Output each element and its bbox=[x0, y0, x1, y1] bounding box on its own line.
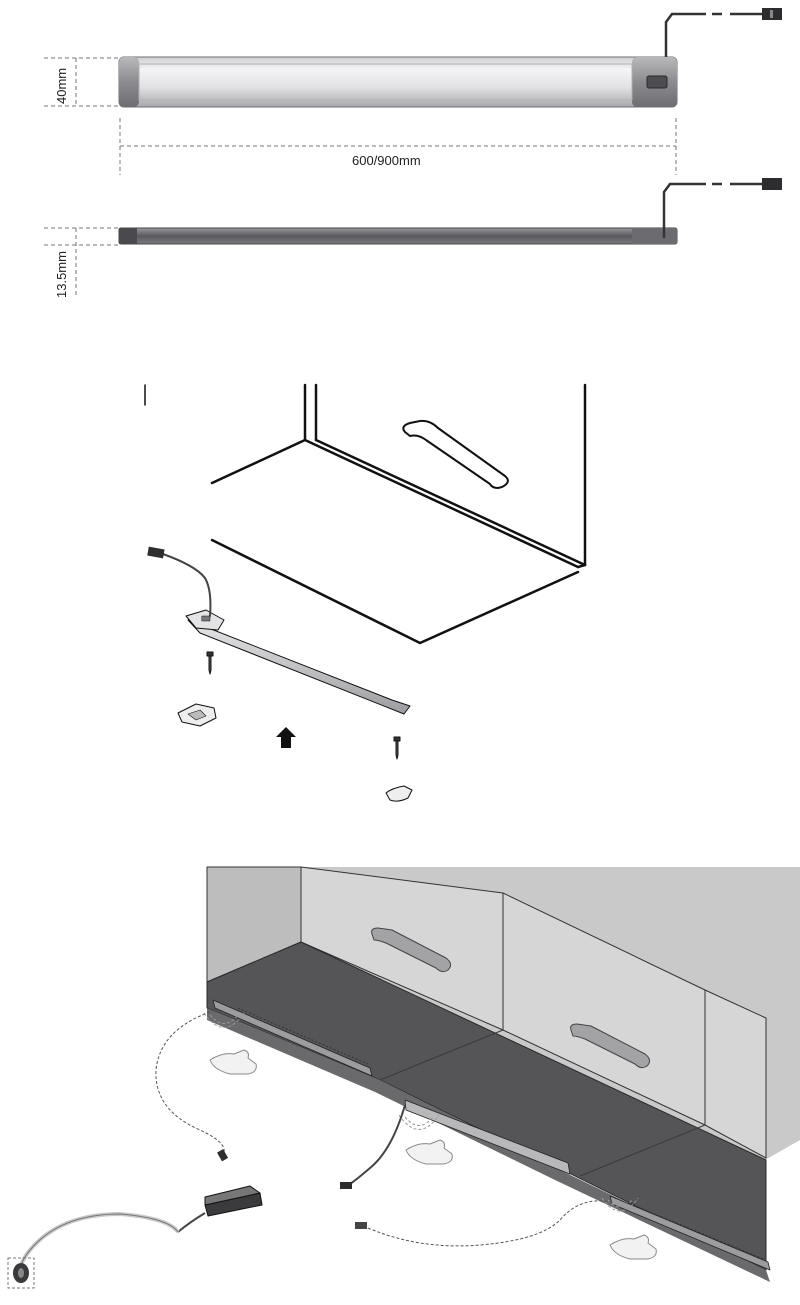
bracket-slot bbox=[201, 615, 211, 622]
mains-cable-outline bbox=[19, 1213, 179, 1276]
installed-view bbox=[7, 866, 800, 1289]
connector-icon-3 bbox=[355, 1222, 367, 1229]
handle-1 bbox=[371, 927, 452, 973]
hand-gesture-icon-2 bbox=[405, 1139, 453, 1165]
cabinet-bottom-edge bbox=[210, 538, 580, 645]
mount-plug-icon bbox=[147, 546, 165, 559]
cable-side bbox=[662, 182, 706, 238]
installed-bar-3-leds bbox=[627, 1202, 767, 1261]
arrow-up-icon bbox=[276, 727, 296, 748]
end-cap-left-detail bbox=[187, 709, 207, 721]
installed-bar-2 bbox=[404, 1099, 571, 1175]
height-label-40mm: 40mm bbox=[54, 68, 69, 104]
cabinet-door-3 bbox=[704, 989, 767, 1159]
connector-icon-1 bbox=[340, 1182, 352, 1189]
installed-bar-1-leds bbox=[237, 1007, 369, 1065]
installed-bar-3 bbox=[609, 1195, 771, 1271]
dashed-wiring bbox=[155, 1011, 613, 1247]
driver-cable bbox=[177, 1212, 206, 1233]
installed-bar-1 bbox=[212, 999, 373, 1077]
cabinet-handle bbox=[402, 419, 509, 489]
mains-plug-icon bbox=[7, 1257, 35, 1289]
diffuser bbox=[138, 63, 633, 101]
screw-left-icon bbox=[206, 651, 214, 675]
power-driver-top bbox=[204, 1185, 261, 1206]
side-cap-right bbox=[632, 228, 677, 244]
hand-gesture-icon-3 bbox=[609, 1234, 657, 1260]
cable bbox=[664, 12, 706, 57]
underside-seam-1 bbox=[379, 1029, 504, 1081]
plug-side-icon bbox=[762, 178, 782, 190]
mounting-diagram bbox=[144, 383, 587, 802]
light-bar-mount bbox=[187, 619, 411, 715]
underside-seam-2 bbox=[579, 1124, 706, 1177]
height-label-13-5mm: 13.5mm bbox=[54, 251, 69, 298]
light-bar-side bbox=[118, 227, 678, 245]
sensor-window bbox=[646, 75, 668, 89]
end-cap-right-part bbox=[385, 785, 413, 802]
connector-icon-2 bbox=[217, 1149, 229, 1162]
mount-cable bbox=[159, 552, 212, 617]
cabinet-underside-back bbox=[210, 438, 580, 569]
underside-front-edge bbox=[207, 1008, 770, 1282]
end-cap-left bbox=[119, 57, 139, 107]
screw-right-icon bbox=[393, 736, 401, 760]
side-view: 13.5mm bbox=[44, 178, 782, 298]
corner-join bbox=[576, 563, 587, 569]
cabinet-underside-front bbox=[314, 438, 587, 567]
handle-2 bbox=[570, 1023, 651, 1069]
cable-bar-2 bbox=[349, 1104, 406, 1185]
front-view: 40mm 600/900mm bbox=[44, 8, 782, 175]
side-cap-left bbox=[119, 228, 137, 244]
plug-detail bbox=[770, 10, 773, 18]
mains-cable bbox=[17, 1212, 180, 1276]
length-label: 600/900mm bbox=[352, 153, 421, 168]
hand-gesture-icon-1 bbox=[209, 1049, 257, 1075]
